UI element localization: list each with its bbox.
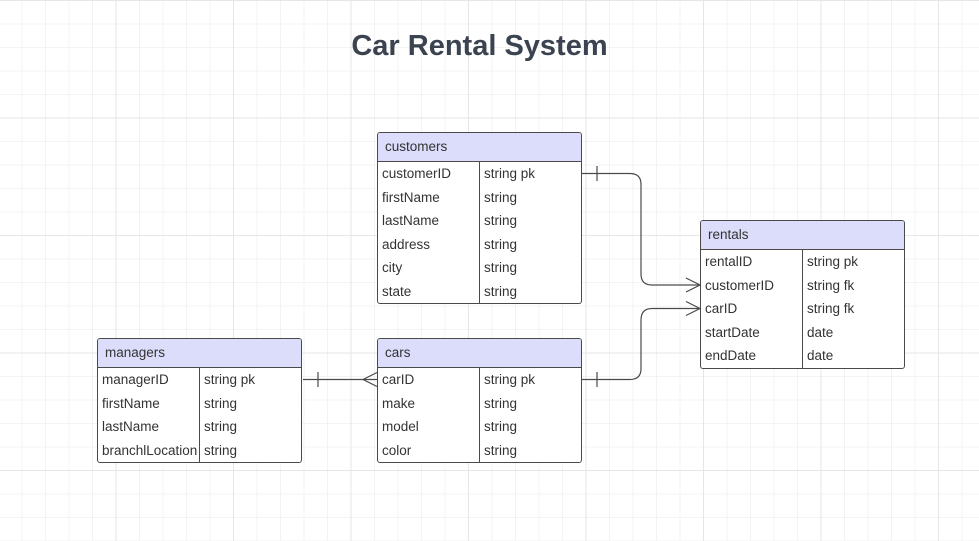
field-type: string fk [807, 277, 855, 293]
field-name: lastName [98, 415, 200, 439]
field-type: string [484, 283, 518, 299]
field-name: rentalID [701, 250, 803, 274]
field-name: startDate [701, 320, 803, 344]
table-row[interactable]: rentalID string pk [701, 250, 904, 274]
entity-rentals[interactable]: rentals rentalID string pk customerID st… [700, 220, 905, 369]
field-type: string [484, 419, 518, 434]
field-name: carID [701, 297, 803, 321]
table-row[interactable]: lastName string [98, 415, 301, 439]
table-row[interactable]: state string [378, 279, 581, 303]
field-name: lastName [378, 209, 480, 233]
table-row[interactable]: firstName string [98, 391, 301, 415]
entity-header: managers [98, 339, 301, 368]
table-row[interactable]: model string [378, 415, 581, 439]
field-type: string [484, 236, 518, 252]
table-row[interactable]: city string [378, 256, 581, 280]
relationship-cars-rentals[interactable] [582, 300, 702, 388]
table-row[interactable]: customerID string pk [378, 162, 581, 186]
field-name: address [378, 232, 480, 256]
table-row[interactable]: firstName string [378, 185, 581, 209]
field-type: string [204, 419, 238, 434]
entity-header: cars [378, 339, 581, 368]
table-row[interactable]: carID string pk [378, 368, 581, 392]
field-type: date [807, 348, 834, 363]
field-type: string [484, 442, 518, 458]
field-type: string [484, 213, 518, 228]
table-row[interactable]: managerID string pk [98, 368, 301, 392]
field-type: date [807, 324, 834, 340]
entity-customers[interactable]: customers customerID string pk firstName… [377, 132, 582, 304]
table-row[interactable]: lastName string [378, 209, 581, 233]
field-type: string pk [204, 372, 256, 387]
entity-cars[interactable]: cars carID string pk make string model s… [377, 338, 582, 463]
field-name: branchlLocation [98, 438, 200, 462]
field-name: endDate [701, 344, 803, 368]
field-name: customerID [378, 162, 480, 186]
field-type: string [484, 395, 518, 411]
field-name: firstName [378, 185, 480, 209]
field-name: make [378, 391, 480, 415]
field-type: string [484, 189, 518, 205]
field-name: firstName [98, 391, 200, 415]
entity-header: customers [378, 133, 581, 162]
table-row[interactable]: endDate date [701, 344, 904, 368]
field-name: model [378, 415, 480, 439]
table-row[interactable]: customerID string fk [701, 273, 904, 297]
table-row[interactable]: branchlLocation string [98, 438, 301, 462]
field-name: color [378, 438, 480, 462]
field-name: city [378, 256, 480, 280]
field-type: string [204, 395, 238, 411]
entity-header: rentals [701, 221, 904, 250]
field-type: string pk [807, 254, 859, 269]
table-row[interactable]: color string [378, 438, 581, 462]
table-row[interactable]: address string [378, 232, 581, 256]
field-name: managerID [98, 368, 200, 392]
field-type: string pk [484, 372, 536, 387]
field-type: string [204, 442, 238, 458]
field-name: state [378, 279, 480, 303]
table-row[interactable]: make string [378, 391, 581, 415]
diagram-title: Car Rental System [351, 30, 608, 62]
relationship-customers-rentals[interactable] [582, 166, 702, 293]
field-name: carID [378, 368, 480, 392]
entity-managers[interactable]: managers managerID string pk firstName s… [97, 338, 302, 463]
relationship-managers-cars[interactable] [303, 371, 378, 388]
field-type: string [484, 260, 518, 275]
field-type: string fk [807, 301, 855, 316]
field-name: customerID [701, 273, 803, 297]
table-row[interactable]: carID string fk [701, 297, 904, 321]
table-row[interactable]: startDate date [701, 320, 904, 344]
field-type: string pk [484, 166, 536, 181]
